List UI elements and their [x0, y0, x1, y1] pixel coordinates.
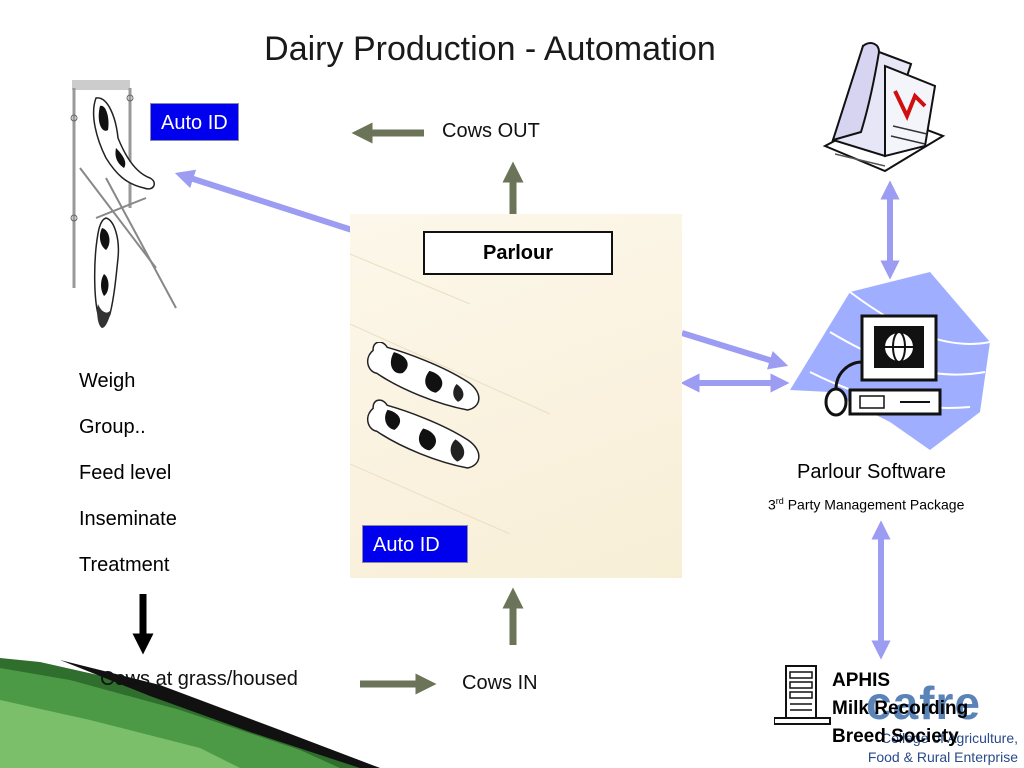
cows-in-parlour-icon: [366, 342, 480, 469]
cows-out-label: Cows OUT: [442, 120, 540, 142]
cow-weighing-crate-icon: [70, 80, 177, 328]
parlour-label: Parlour: [423, 231, 613, 275]
cafre-logo-subtitle: College of Agriculture, Food & Rural Ent…: [867, 730, 1018, 765]
cows-in-label: Cows IN: [462, 672, 538, 694]
parlour-area: [350, 214, 682, 578]
auto-id-badge-parlour: Auto ID: [362, 525, 468, 563]
aphis-block: APHIS Milk Recording Breed Society: [832, 667, 968, 751]
decorative-swoosh: [0, 658, 380, 768]
slide-title: Dairy Production - Automation: [264, 30, 716, 68]
management-package-label: 3rd Party Management Package: [768, 496, 965, 513]
task-item: Inseminate: [79, 508, 177, 530]
task-item: Treatment: [79, 554, 170, 576]
parlour-texture: [350, 253, 551, 535]
task-item: Group..: [79, 416, 146, 438]
milk-recording-line: Milk Recording: [832, 698, 969, 719]
server-icon: [774, 665, 831, 725]
breed-society-line: Breed Society: [832, 726, 959, 747]
task-list: Weigh Group.. Feed level Inseminate Trea…: [79, 358, 177, 588]
document-chart-icon: [822, 42, 946, 173]
task-item: Feed level: [79, 462, 172, 484]
auto-id-badge-top: Auto ID: [150, 103, 239, 141]
task-item: Weigh: [79, 370, 136, 392]
aphis-line: APHIS: [832, 670, 891, 691]
cafre-logo-wordmark: cafre: [866, 677, 981, 729]
parlour-to-crate-arrow: [174, 169, 353, 233]
cows-at-grass-label: Cows at grass/housed: [100, 668, 298, 690]
parlour-to-software-arrow: [681, 330, 789, 370]
computer-icon: [790, 272, 991, 450]
parlour-software-title: Parlour Software: [797, 461, 946, 483]
